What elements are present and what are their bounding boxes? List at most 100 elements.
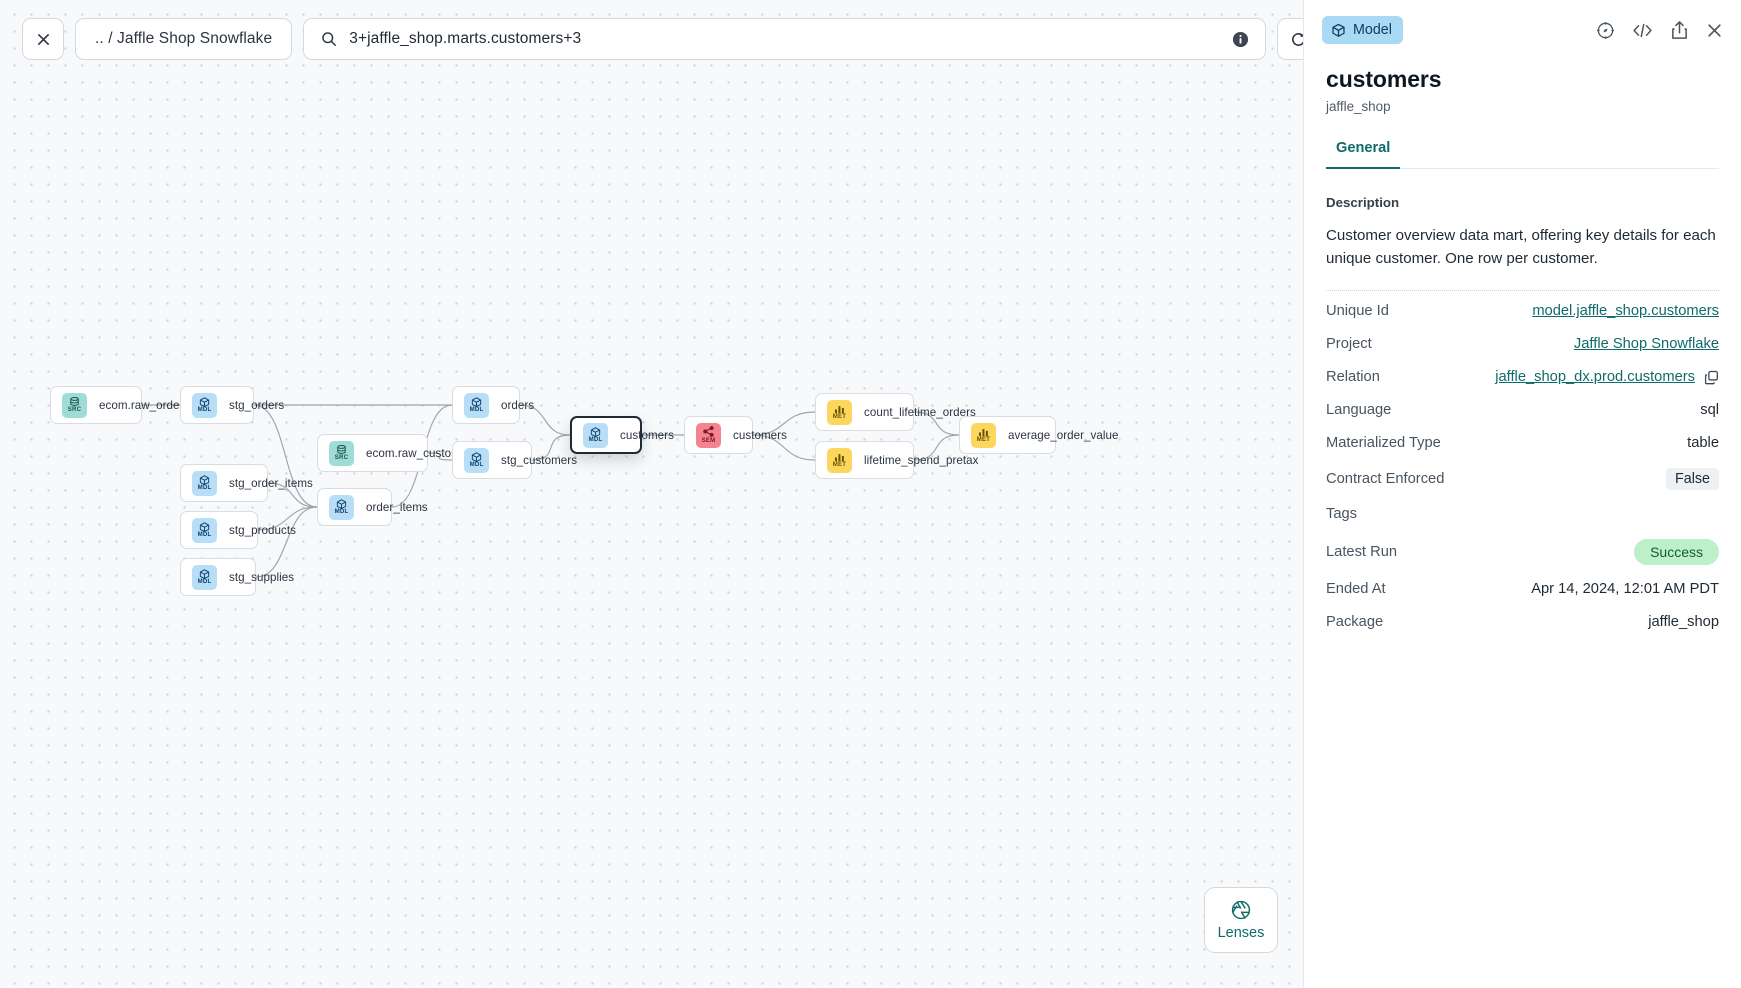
graph-node-label: average_order_value [1008, 428, 1119, 442]
model-badge: MDL [192, 517, 217, 543]
panel-header: Model [1304, 0, 1741, 60]
property-row: Project Jaffle Shop Snowflake [1326, 328, 1719, 361]
panel-action-group [1596, 20, 1723, 40]
graph-node-label: stg_customers [501, 453, 578, 467]
graph-node-label: lifetime_spend_pretax [864, 453, 979, 467]
tab-general[interactable]: General [1326, 140, 1401, 169]
model-badge: MDL [192, 392, 217, 418]
graph-node-label: order_items [366, 500, 428, 514]
page-title: customers [1326, 66, 1442, 92]
graph-node-count_lifetime_orders[interactable]: MET count_lifetime_orders [815, 393, 976, 431]
close-graph-button[interactable] [22, 18, 64, 60]
property-key: Unique Id [1326, 303, 1389, 320]
copy-icon[interactable] [1704, 370, 1719, 385]
property-row: Latest Run Success [1326, 531, 1719, 573]
property-row: Unique Id model.jaffle_shop.customers [1326, 295, 1719, 328]
property-value-wrap: False [1666, 467, 1719, 490]
close-icon [36, 32, 51, 47]
property-value-wrap: Jaffle Shop Snowflake [1574, 336, 1719, 352]
graph-node-label: customers [620, 428, 674, 442]
model-badge: MDL [329, 494, 354, 520]
property-value-wrap: Apr 14, 2024, 12:01 AM PDT [1531, 581, 1719, 597]
info-circle-icon[interactable] [1232, 31, 1249, 48]
cube-icon [1331, 23, 1346, 38]
property-value: table [1687, 435, 1719, 452]
refresh-button[interactable] [1277, 18, 1303, 60]
lenses-button[interactable]: Lenses [1204, 887, 1278, 953]
graph-node-stg_customers[interactable]: MDL stg_customers [452, 441, 577, 479]
property-value: sql [1700, 402, 1719, 419]
property-key: Contract Enforced [1326, 470, 1445, 487]
graph-node-label: count_lifetime_orders [864, 405, 976, 419]
description-text: Customer overview data mart, offering ke… [1326, 227, 1716, 268]
graph-node-ecom_raw_customers[interactable]: SRC ecom.raw_customers [317, 434, 477, 472]
details-panel: Model [1303, 0, 1741, 988]
lineage-edge [255, 506, 318, 578]
metric-badge: MET [827, 447, 852, 473]
property-key: Relation [1326, 369, 1380, 386]
property-key: Project [1326, 336, 1372, 353]
graph-node-stg_products[interactable]: MDL stg_products [180, 511, 296, 549]
graph-node-label: stg_products [229, 523, 296, 537]
close-icon[interactable] [1706, 22, 1723, 39]
property-value-wrap: model.jaffle_shop.customers [1532, 303, 1719, 319]
graph-node-lifetime_spend_pretax[interactable]: MET lifetime_spend_pretax [815, 441, 978, 479]
property-key: Latest Run [1326, 543, 1398, 560]
share-icon[interactable] [1670, 20, 1689, 40]
property-value-wrap: jaffle_shop [1648, 614, 1719, 630]
breadcrumb-label: .. / Jaffle Shop Snowflake [95, 30, 273, 47]
node-type-chip[interactable]: Model [1322, 16, 1403, 44]
model-badge: MDL [464, 447, 489, 473]
property-key: Package [1326, 614, 1384, 631]
search-icon [321, 31, 337, 47]
refresh-icon [1290, 31, 1303, 48]
graph-node-label: stg_order_items [229, 476, 313, 490]
graph-node-label: customers [733, 428, 787, 442]
property-value: Apr 14, 2024, 12:01 AM PDT [1531, 581, 1719, 598]
property-key: Language [1326, 402, 1392, 419]
lineage-search-bar[interactable] [303, 18, 1267, 60]
graph-node-label: ecom.raw_customers [366, 446, 478, 460]
source-badge: SRC [62, 392, 87, 418]
property-value[interactable]: Jaffle Shop Snowflake [1573, 336, 1719, 353]
panel-title-block: customers jaffle_shop [1304, 60, 1741, 114]
breadcrumb[interactable]: .. / Jaffle Shop Snowflake [75, 18, 293, 60]
graph-node-label: stg_supplies [229, 570, 295, 584]
graph-node-order_items[interactable]: MDL order_items [317, 488, 428, 526]
property-value-wrap: jaffle_shop_dx.prod.customers [1495, 369, 1719, 385]
panel-content: Description Customer overview data mart,… [1304, 169, 1741, 988]
metric-badge: MET [827, 399, 852, 425]
status-badge: Success [1634, 538, 1719, 565]
aperture-icon [1230, 899, 1252, 921]
divider [1326, 289, 1719, 291]
property-value-wrap: table [1687, 435, 1719, 451]
property-value[interactable]: model.jaffle_shop.customers [1532, 303, 1719, 320]
property-value-wrap: sql [1700, 402, 1719, 418]
property-key: Tags [1326, 506, 1358, 523]
graph-node-average_order_value[interactable]: MET average_order_value [959, 416, 1118, 454]
graph-node-stg_orders[interactable]: MDL stg_orders [180, 386, 284, 424]
code-icon[interactable] [1632, 21, 1653, 40]
search-input[interactable] [349, 30, 1221, 48]
property-value: False [1666, 467, 1719, 490]
graph-node-customers_model[interactable]: MDL customers [570, 416, 674, 454]
model-badge: MDL [583, 422, 608, 448]
property-value[interactable]: jaffle_shop_dx.prod.customers [1495, 369, 1695, 386]
property-row: Package jaffle_shop [1326, 606, 1719, 639]
lineage-canvas[interactable]: .. / Jaffle Shop Snowflake [0, 0, 1303, 988]
lenses-label: Lenses [1217, 925, 1265, 941]
graph-node-label: stg_orders [229, 398, 285, 412]
focus-icon[interactable] [1596, 21, 1615, 40]
source-badge: SRC [329, 440, 354, 466]
metric-badge: MET [971, 422, 996, 448]
graph-node-label: orders [501, 398, 535, 412]
